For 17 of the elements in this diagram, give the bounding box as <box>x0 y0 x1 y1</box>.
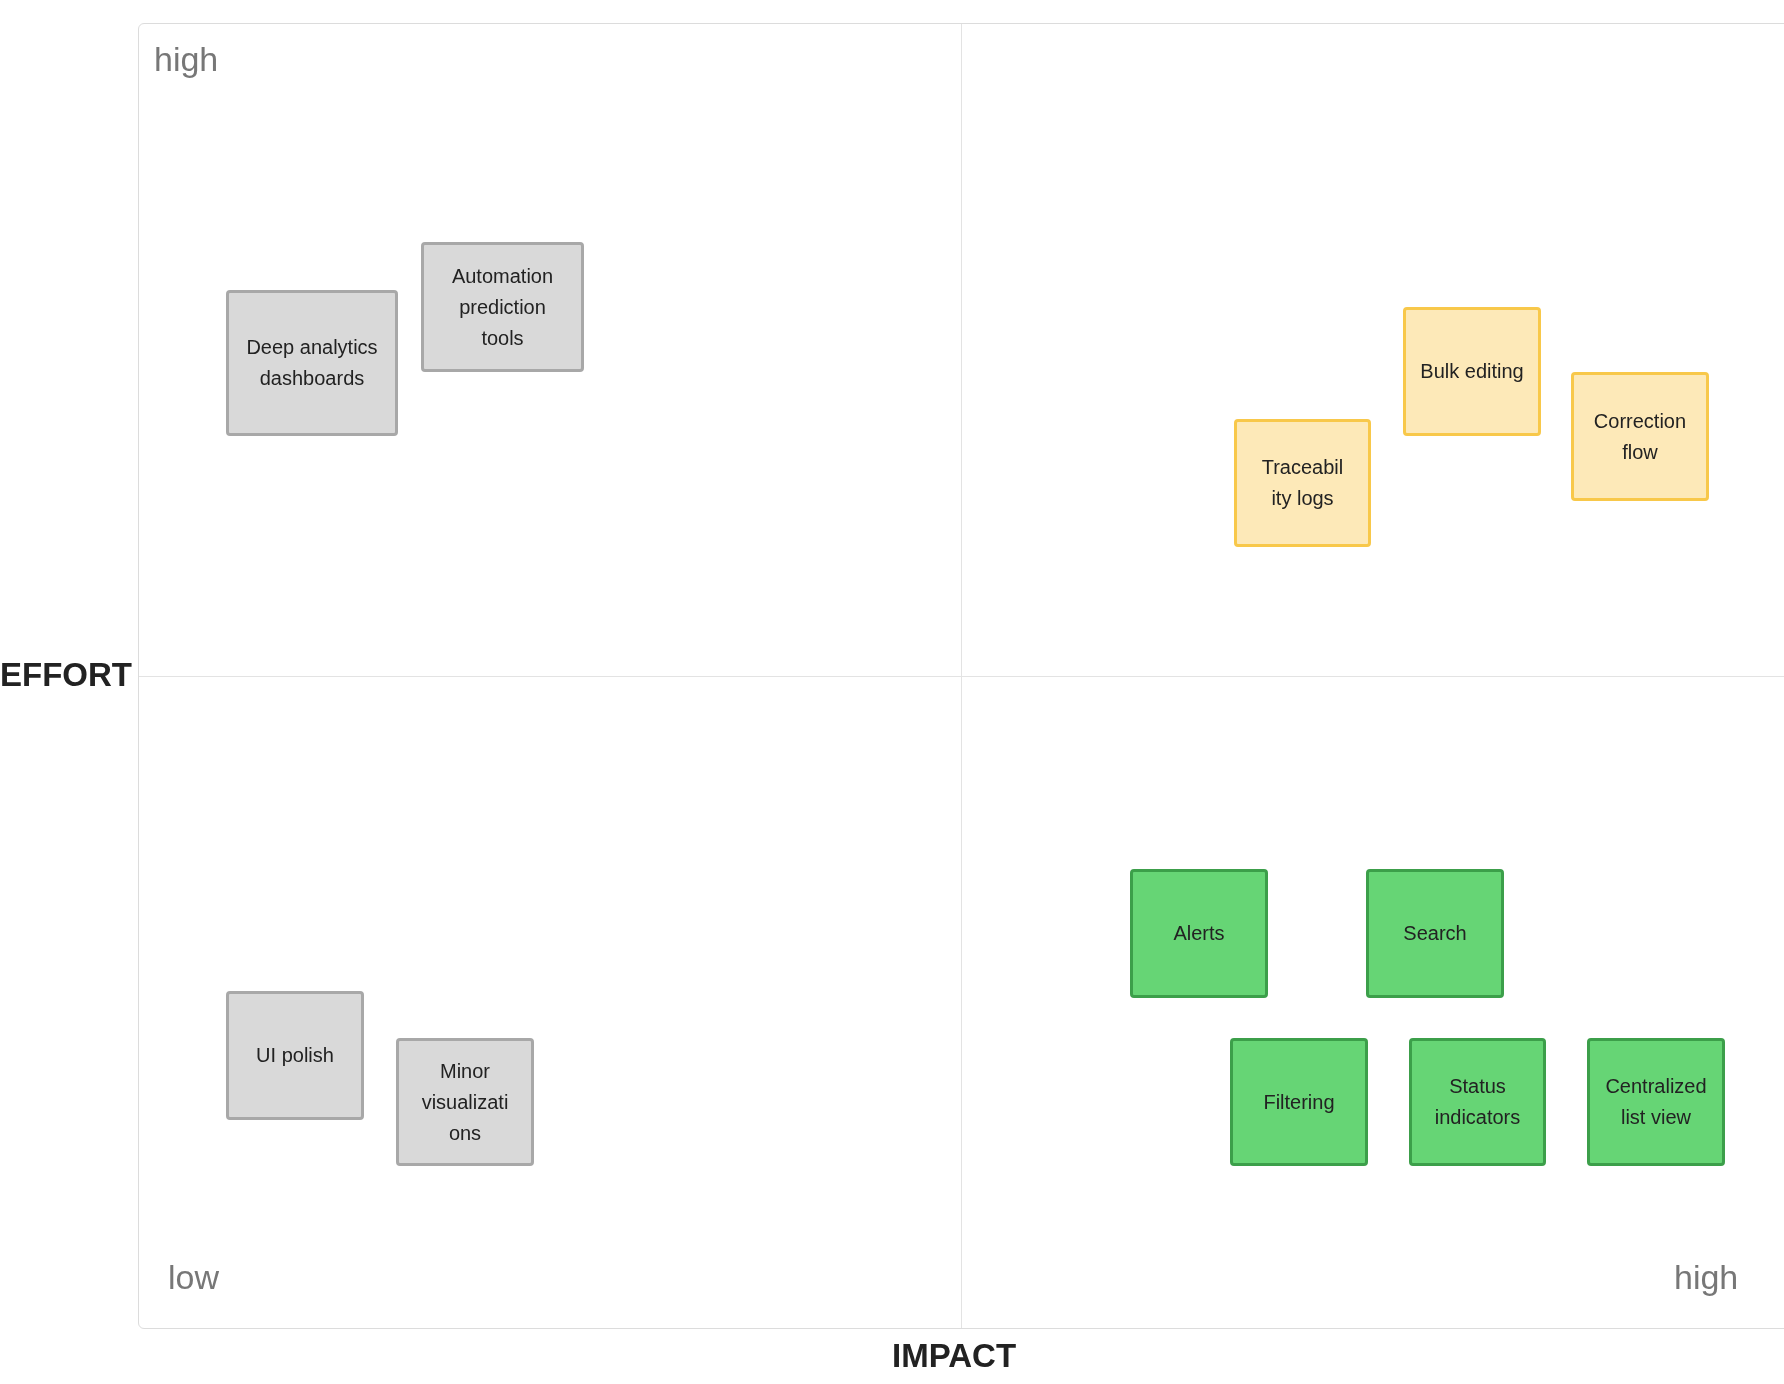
axis-end-label: low <box>168 1258 220 1297</box>
axis-title: IMPACT <box>892 1337 1017 1375</box>
sticky-note: Traceabil ity logs <box>1234 419 1371 547</box>
sticky-note: Automation prediction tools <box>421 242 584 372</box>
sticky-note: Minor visualizati ons <box>396 1038 534 1166</box>
sticky-note: Search <box>1366 869 1504 998</box>
axis-end-label: high <box>1674 1258 1739 1297</box>
sticky-note: Status indicators <box>1409 1038 1546 1166</box>
sticky-note: Deep analytics dashboards <box>226 290 398 436</box>
sticky-note: Bulk editing <box>1403 307 1541 436</box>
sticky-note: Centralized list view <box>1587 1038 1725 1166</box>
sticky-note: Filtering <box>1230 1038 1368 1166</box>
sticky-note: Alerts <box>1130 869 1268 998</box>
sticky-note: UI polish <box>226 991 364 1120</box>
axis-end-label: high <box>154 40 219 79</box>
axis-title: EFFORT <box>0 656 132 694</box>
sticky-note: Correction flow <box>1571 372 1709 501</box>
